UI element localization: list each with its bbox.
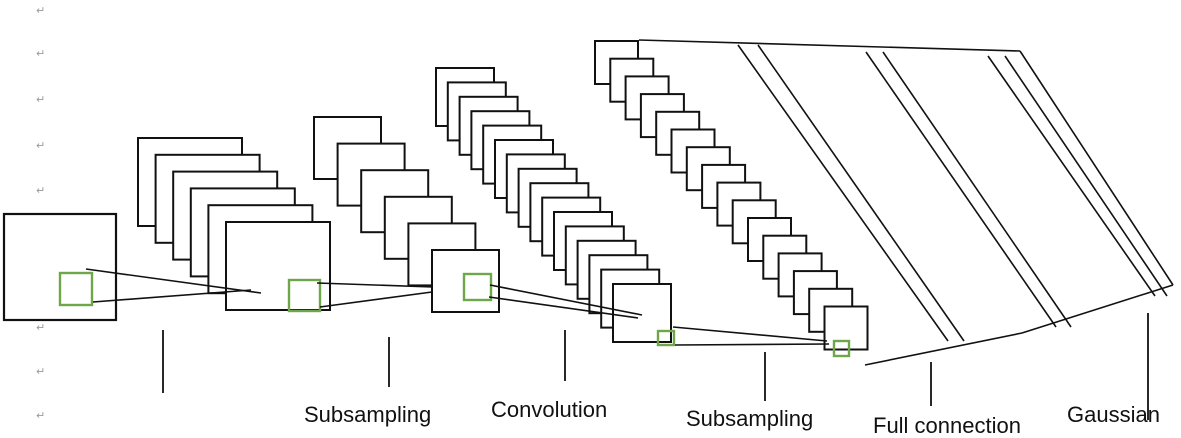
connection-line (316, 282, 434, 288)
receptive-field (832, 339, 851, 358)
paragraph-mark: ↵ (36, 139, 45, 152)
receptive-field (287, 278, 322, 313)
subsampling2-maps (594, 40, 869, 351)
connection-line (864, 332, 1023, 366)
conv1-maps (137, 137, 331, 311)
connection-line (672, 326, 828, 342)
full-connection-label: Full connection (873, 413, 1021, 438)
paragraph-mark: ↵ (36, 321, 45, 334)
connection-lines (85, 39, 1174, 366)
paragraph-mark: ↵ (36, 93, 45, 106)
receptive-field (58, 271, 94, 307)
feature-map-layers (2, 40, 869, 358)
receptive-field (656, 329, 676, 347)
feature-map (823, 305, 869, 351)
subsampling1-maps (313, 116, 500, 313)
stage-dividers (162, 313, 1149, 420)
feature-map (225, 221, 331, 311)
feature-map (612, 283, 672, 343)
convolution-label: Convolution (491, 397, 607, 422)
connection-line (1021, 284, 1174, 334)
paragraph-marks: ↵ ↵ ↵ ↵ ↵ ↵ ↵ ↵ (36, 4, 45, 422)
paragraph-mark: ↵ (36, 184, 45, 197)
subsampling-label-2: Subsampling (686, 406, 813, 431)
connection-line (319, 291, 433, 308)
feature-map (431, 249, 500, 313)
conv2-maps (435, 67, 672, 343)
connection-line (987, 55, 1156, 297)
connection-line (1019, 50, 1174, 286)
paragraph-mark: ↵ (36, 365, 45, 378)
connection-line (92, 289, 252, 303)
connection-line (737, 44, 949, 342)
paragraph-mark: ↵ (36, 47, 45, 60)
connection-line (757, 44, 965, 342)
connection-line (489, 284, 643, 316)
connection-line (865, 51, 1057, 328)
gaussian-label: Gaussian (1067, 402, 1160, 427)
connection-line (882, 51, 1072, 328)
paragraph-mark: ↵ (36, 409, 45, 422)
paragraph-mark: ↵ (36, 4, 45, 17)
connection-line (638, 39, 1021, 52)
connection-line (488, 296, 639, 319)
connection-line (674, 343, 830, 346)
connection-line (1004, 55, 1168, 297)
subsampling-label-1: Subsampling (304, 402, 431, 427)
receptive-field (462, 272, 493, 302)
connection-line (85, 268, 262, 294)
